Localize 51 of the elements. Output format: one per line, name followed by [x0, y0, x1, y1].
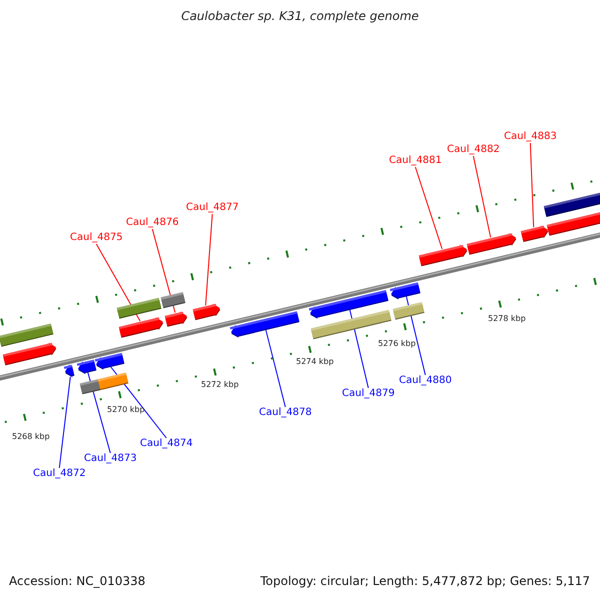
gene-bar	[116, 298, 162, 319]
gene-feature	[118, 317, 164, 338]
leader-line	[472, 156, 492, 238]
leader-line	[205, 214, 213, 306]
gene-label: Caul_4875	[70, 232, 123, 244]
gene-feature	[418, 244, 468, 266]
gene-feature	[64, 364, 74, 378]
gene-bar	[0, 324, 54, 347]
leader-line	[110, 366, 167, 438]
gene-feature	[230, 311, 300, 338]
title: Caulobacter sp. K31, complete genome	[180, 9, 420, 23]
leader-line	[58, 376, 71, 468]
gene-feature	[2, 342, 56, 366]
gene-bar	[544, 190, 600, 217]
scale-label: 5278 kbp	[488, 314, 526, 324]
gene-label: Caul_4873	[84, 453, 137, 465]
gene-bar	[98, 372, 128, 390]
gene-feature	[76, 360, 96, 374]
gene-feature	[94, 352, 124, 370]
accession-text: Accession: NC_010338	[9, 574, 146, 588]
leader-line	[152, 228, 176, 314]
leader-line	[530, 142, 534, 228]
scale-label: 5276 kbp	[378, 339, 416, 349]
gene-label: Caul_4881	[389, 155, 442, 167]
gene-label: Caul_4877	[186, 202, 239, 214]
scale-label: 5270 kbp	[107, 405, 145, 415]
genome-info-text: Topology: circular; Length: 5,477,872 bp; Genes: 5,117	[260, 574, 590, 588]
gene-bar	[160, 292, 186, 308]
gene-label: Caul_4882	[447, 144, 500, 156]
gene-bar	[310, 310, 392, 340]
gene-label: Caul_4879	[342, 388, 395, 400]
gene-label: Caul_4883	[504, 131, 557, 143]
gene-bar	[80, 379, 100, 394]
gene-label: Caul_4874	[140, 438, 193, 450]
leader-line	[265, 330, 286, 408]
gene-feature	[164, 312, 188, 327]
gene-bar	[546, 210, 600, 236]
leader-line	[87, 372, 111, 454]
gene-feature	[192, 304, 220, 320]
scale-label: 5274 kbp	[296, 357, 334, 367]
gene-feature	[466, 233, 516, 255]
gene-label: Caul_4878	[259, 407, 312, 419]
gene-feature	[390, 282, 420, 300]
leader-line	[414, 166, 443, 250]
gene-label: Caul_4872	[33, 468, 86, 480]
gene-bar	[392, 302, 424, 320]
gene-label: Caul_4876	[126, 217, 179, 229]
gene-label: Caul_4880	[399, 375, 452, 387]
scale-label: 5272 kbp	[201, 380, 239, 390]
scale-label: 5268 kbp	[12, 432, 50, 442]
gene-feature	[520, 226, 548, 242]
